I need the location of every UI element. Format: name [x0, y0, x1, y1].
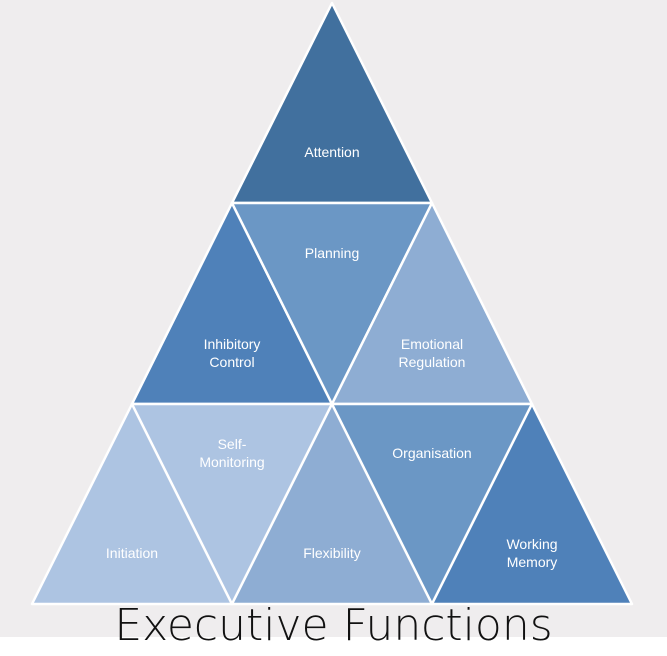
- label-working-memory: Memory: [507, 554, 558, 570]
- label-self-monitoring: Monitoring: [199, 454, 264, 470]
- label-emotional-regulation: Emotional: [401, 336, 463, 352]
- triangle-attention: [230, 1, 434, 205]
- diagram-title: Executive Functions: [114, 600, 553, 651]
- label-attention: Attention: [304, 144, 359, 160]
- segment-attention: Attention: [230, 1, 434, 205]
- label-inhibitory-control: Inhibitory: [204, 336, 261, 352]
- label-planning: Planning: [305, 245, 360, 261]
- triangle-working-memory: [430, 402, 634, 606]
- label-initiation: Initiation: [106, 545, 158, 561]
- label-emotional-regulation: Regulation: [399, 354, 466, 370]
- segment-self-monitoring: Self- Monitoring: [130, 402, 334, 606]
- label-organisation: Organisation: [392, 445, 471, 461]
- label-flexibility: Flexibility: [303, 545, 361, 561]
- label-working-memory: Working: [506, 536, 557, 552]
- label-inhibitory-control: Control: [209, 354, 254, 370]
- label-self-monitoring: Self-: [218, 436, 247, 452]
